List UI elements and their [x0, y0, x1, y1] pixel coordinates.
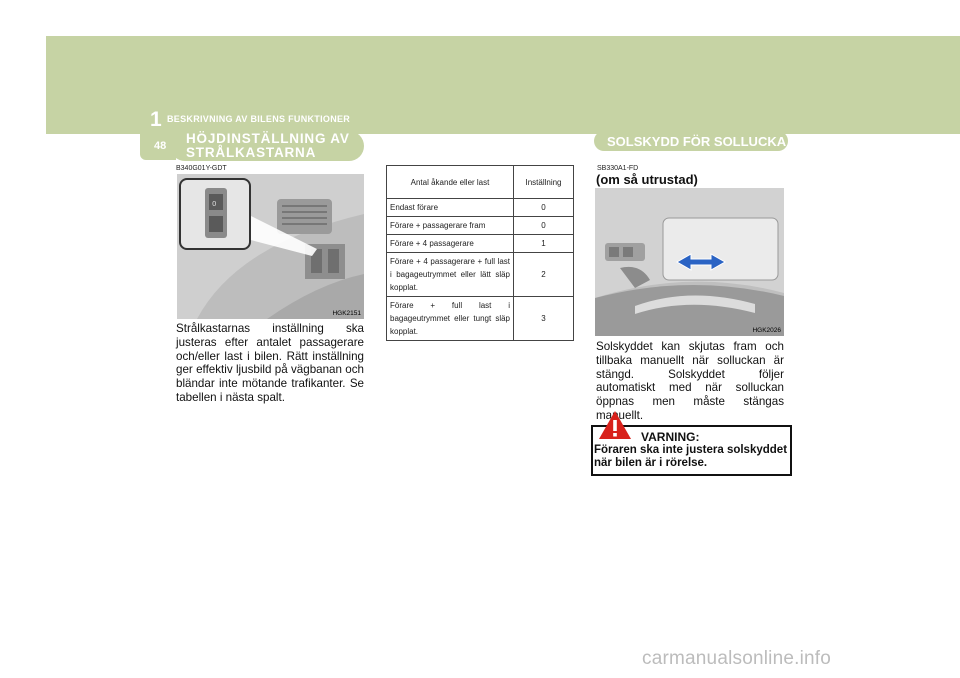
table-cell-load: Förare + full last i bagageutrymmet elle… — [386, 296, 514, 341]
photo-label: HGK2026 — [752, 327, 781, 334]
table-cell-setting: 3 — [513, 296, 574, 341]
sunshade-body-text: Solskyddet kan skjutas fram och tillbaka… — [596, 340, 784, 422]
table-row: Förare + passagerare fram 0 — [386, 216, 574, 235]
table-header-load: Antal åkande eller last — [386, 165, 514, 199]
section-heading-pill — [594, 131, 788, 151]
table-cell-load: Endast förare — [386, 198, 514, 217]
table-cell-setting: 2 — [513, 252, 574, 297]
table-row: Förare + 4 passagerare + full last i bag… — [386, 252, 574, 297]
heading-line-2: STRÅLKASTARNA — [186, 145, 317, 160]
table-cell-load: Förare + passagerare fram — [386, 216, 514, 235]
section-code: B340G01Y-GDT — [176, 165, 227, 172]
table-cell-load: Förare + 4 passagerare + full last i bag… — [386, 252, 514, 297]
section-heading-sunshade: SOLSKYDD FÖR SOLLUCKA — [607, 134, 787, 149]
table-row: Förare + 4 passagerare 1 — [386, 234, 574, 253]
headlamp-body-text: Strålkastarnas inställning ska justeras … — [176, 322, 364, 404]
table-cell-setting: 0 — [513, 198, 574, 217]
table-cell-load: Förare + 4 passagerare — [386, 234, 514, 253]
warning-text: Föraren ska inte justera solskyddet när … — [594, 444, 788, 469]
double-arrow-icon — [675, 253, 727, 271]
photo-label: HGK2151 — [332, 310, 361, 317]
table-cell-setting: 1 — [513, 234, 574, 253]
chapter-title: BESKRIVNING AV BILENS FUNKTIONER — [167, 114, 351, 124]
chapter-number: 1 — [150, 108, 162, 131]
warning-title: VARNING: — [641, 430, 700, 444]
table-header-row: Antal åkande eller last Inställning — [386, 165, 574, 199]
headlamp-settings-table: Antal åkande eller last Inställning Enda… — [386, 165, 574, 341]
section-heading-pill — [170, 131, 364, 161]
section-subtitle: (om så utrustad) — [596, 172, 698, 187]
dashboard-illustration: 0 — [177, 174, 364, 319]
heading-line-1: HÖJDINSTÄLLNING AV — [186, 131, 350, 146]
table-cell-setting: 0 — [513, 216, 574, 235]
svg-text:0: 0 — [212, 200, 216, 208]
table-row: Förare + full last i bagageutrymmet elle… — [386, 296, 574, 341]
warning-icon — [599, 411, 631, 439]
table-header-setting: Inställning — [513, 165, 574, 199]
warning-box — [591, 425, 792, 476]
sunroof-illustration — [595, 188, 784, 336]
watermark: carmanualsonline.info — [642, 648, 832, 669]
header-band — [46, 36, 960, 134]
sunshade-photo: HGK2026 — [595, 188, 784, 336]
table-row: Endast förare 0 — [386, 198, 574, 217]
page-number: 48 — [154, 140, 167, 152]
section-heading-headlamp: HÖJDINSTÄLLNING AV STRÅLKASTARNA — [186, 132, 361, 160]
section-code: SB330A1-FD — [597, 165, 639, 172]
headlamp-switch-photo: 0 HGK2151 — [177, 174, 364, 319]
